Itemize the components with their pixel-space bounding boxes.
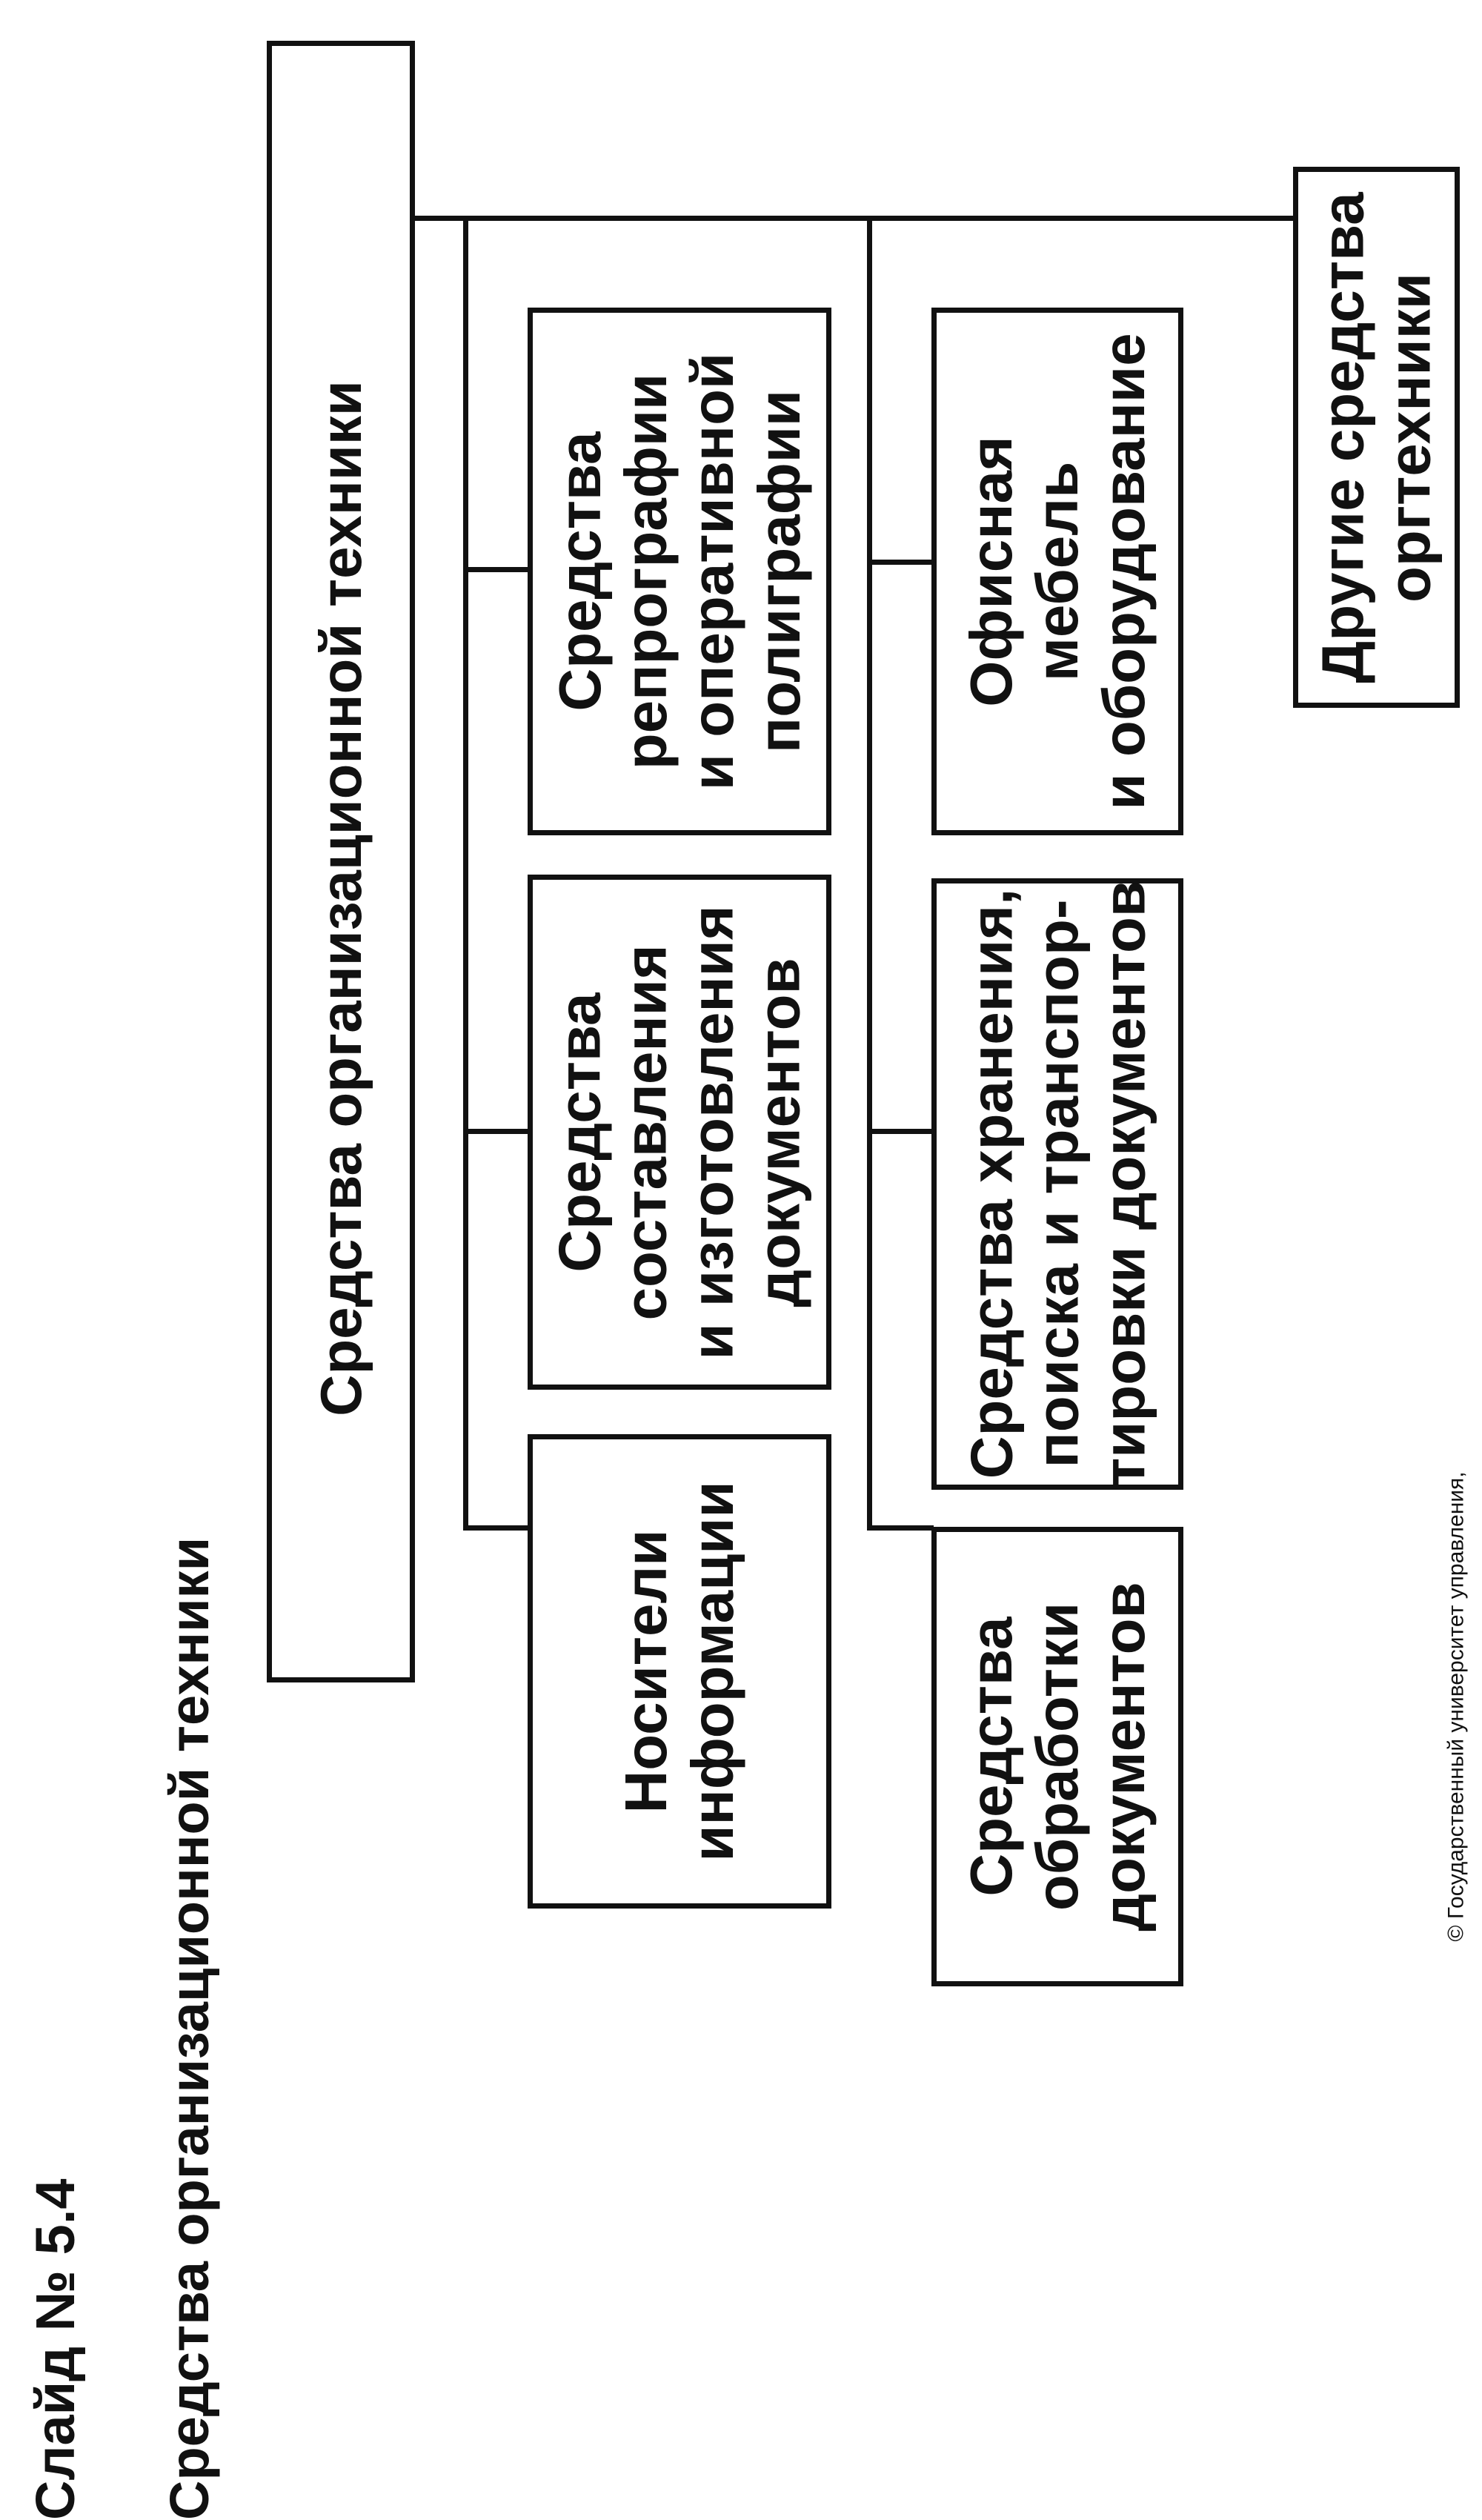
connector-c1-b1 [463,1525,530,1531]
connector-c2-b1 [867,1525,934,1531]
label-storage-search-transport: Средства хранения, поиска и транспор- ти… [958,881,1157,1488]
label-document-creation: Средства составления и изготовления доку… [546,905,812,1360]
box-office-furniture [931,308,1183,835]
connector-column2-vertical [867,216,872,1530]
connector-root-horizontal [410,216,1299,221]
connector-c2-b3 [867,560,934,565]
connector-c2-b2 [867,1129,934,1134]
slide-title: Средства организационной техники [158,1536,220,2520]
root-box [267,41,415,1682]
connector-column1-vertical [463,216,468,1530]
label-office-furniture: Офисная мебель и оборудование [957,333,1157,810]
box-document-processing [931,1527,1183,1986]
slide-number: Слайд № 5.4 [24,2178,87,2520]
box-information-carriers [528,1434,831,1909]
box-storage-search-transport [931,878,1183,1490]
label-other-means: Другие средства оргтехники [1309,192,1442,683]
label-information-carriers: Носители информации [613,1481,745,1862]
connector-c1-b3 [463,567,530,572]
label-document-processing: Средства обработки документов [957,1582,1157,1932]
box-other-means [1293,167,1460,708]
box-reprography [528,308,831,835]
copyright-text: © Государственный университет управления… [1443,1471,1468,1942]
box-document-creation [528,875,831,1390]
label-reprography: Средства репрографии и оперативной полиг… [546,352,812,791]
root-label: Средства организационной техники [308,380,373,1416]
slide-heading: Слайд № 5.4 Средства организационной тех… [0,741,220,2520]
connector-c1-b2 [463,1129,530,1134]
